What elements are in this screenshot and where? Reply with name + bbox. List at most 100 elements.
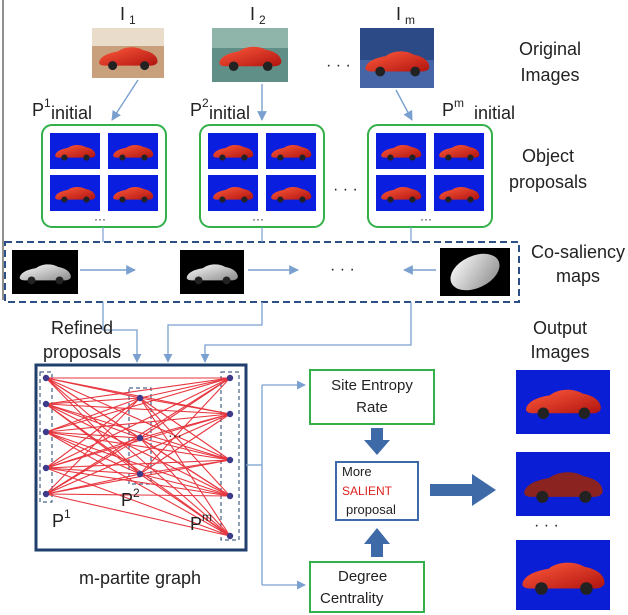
graph-node <box>42 400 50 408</box>
proposal-thumb <box>50 133 100 169</box>
svg-text:P: P <box>32 100 44 120</box>
initial-proposal-label-m: P m initial <box>442 96 515 123</box>
svg-text:1: 1 <box>64 507 71 521</box>
graph-edge <box>45 377 231 405</box>
more-salient-line3: proposal <box>346 502 396 517</box>
graph-edge <box>45 403 231 497</box>
proposal-thumb <box>434 133 484 169</box>
output-image-3 <box>516 540 610 610</box>
more-salient-line2: SALIENT <box>342 484 393 498</box>
graph-edge <box>45 467 231 537</box>
svg-text:m: m <box>405 13 415 27</box>
graph-node <box>226 410 234 418</box>
graph-node <box>136 470 144 478</box>
graph-edge <box>45 467 141 475</box>
proposal-box-dots: ··· <box>420 212 432 226</box>
ellipsis-images: · · · <box>326 57 351 74</box>
svg-text:Output: Output <box>533 318 587 338</box>
proposal-box-dots: ··· <box>94 212 106 226</box>
graph-edge <box>45 493 231 497</box>
graph-edge <box>45 377 141 475</box>
graph-edge <box>45 377 231 433</box>
original-image-1 <box>92 28 164 78</box>
svg-text:P: P <box>190 514 202 534</box>
svg-text:I: I <box>396 4 401 24</box>
graph-edge <box>45 431 231 461</box>
label-output-images: Output Images <box>530 318 589 362</box>
arrow-img1-proposals <box>111 79 139 121</box>
ellipsis-saliency: · · · <box>330 261 355 278</box>
svg-text:Co-saliency: Co-saliency <box>531 242 625 262</box>
graph-ellipsis: ··· <box>168 427 182 443</box>
graph-edge <box>45 413 231 495</box>
label-refined-proposals: Refined proposals <box>43 318 121 362</box>
svg-text:Original: Original <box>519 39 581 59</box>
graph-edge <box>139 397 231 461</box>
partition-label-m: P m <box>190 510 212 534</box>
svg-text:1: 1 <box>44 96 51 110</box>
site-entropy-line2: Rate <box>356 399 388 416</box>
proposal-thumb <box>434 175 484 211</box>
ellipsis-proposals: · · · <box>333 181 358 198</box>
graph-nodes <box>42 374 234 540</box>
graph-edge <box>45 403 141 475</box>
site-entropy-box <box>309 369 435 425</box>
output-image-2 <box>516 452 610 516</box>
graph-caption: m-partite graph <box>79 568 201 588</box>
proposal-thumb <box>208 175 258 211</box>
graph-edge <box>45 473 141 495</box>
proposal-thumb <box>208 133 258 169</box>
graph-edge <box>45 437 141 469</box>
graph-edge <box>139 377 231 475</box>
graph-edge <box>45 413 231 469</box>
graph-edge <box>45 377 231 469</box>
degree-centrality-line2: Centrality <box>320 590 384 607</box>
arrow-to-output <box>430 474 496 506</box>
svg-text:m: m <box>454 96 464 110</box>
graph-node <box>226 374 234 382</box>
saliency-map-2 <box>180 250 244 294</box>
svg-text:m: m <box>202 510 212 524</box>
graph-node <box>136 434 144 442</box>
proposal-box-3: ··· <box>367 124 493 228</box>
svg-text:2: 2 <box>133 486 140 500</box>
proposal-boxes: ··· ··· ··· <box>41 124 493 228</box>
image-label-1: I 1 <box>120 4 136 27</box>
graph-edge <box>45 403 141 439</box>
graph-node <box>42 428 50 436</box>
graph-edge <box>139 413 231 475</box>
graph-edge <box>139 437 231 537</box>
svg-text:P: P <box>121 490 133 510</box>
proposal-thumb <box>376 133 426 169</box>
graph-node <box>42 490 50 498</box>
graph-node <box>226 492 234 500</box>
proposal-thumb <box>376 175 426 211</box>
svg-text:initial: initial <box>51 103 92 123</box>
connector-2-graph <box>163 302 263 363</box>
graph-edge <box>139 397 231 415</box>
output-image-1 <box>516 370 610 434</box>
initial-proposal-label-2: P 2 initial <box>190 96 250 123</box>
image-label-m: I m <box>396 4 415 27</box>
graph-edge <box>139 397 231 497</box>
proposal-box-dots: ··· <box>252 212 264 226</box>
label-original-images: Original Images <box>519 39 581 85</box>
proposal-thumb <box>266 175 316 211</box>
arrow-centrality-up <box>364 528 390 557</box>
svg-text:Images: Images <box>530 342 589 362</box>
svg-text:I: I <box>250 4 255 24</box>
graph-edge <box>45 397 141 495</box>
svg-text:Images: Images <box>520 65 579 85</box>
partition-label-2: P 2 <box>121 486 140 510</box>
initial-proposal-label-1: P 1 initial <box>32 96 92 123</box>
svg-text:1: 1 <box>129 13 136 27</box>
svg-text:2: 2 <box>202 96 209 110</box>
graph-edge <box>139 437 231 461</box>
graph-edge <box>45 459 231 495</box>
graph-edge <box>45 403 231 415</box>
graph-node <box>42 464 50 472</box>
graph-edge <box>45 377 231 461</box>
graph-edge <box>45 403 231 537</box>
proposal-thumb <box>50 175 100 211</box>
